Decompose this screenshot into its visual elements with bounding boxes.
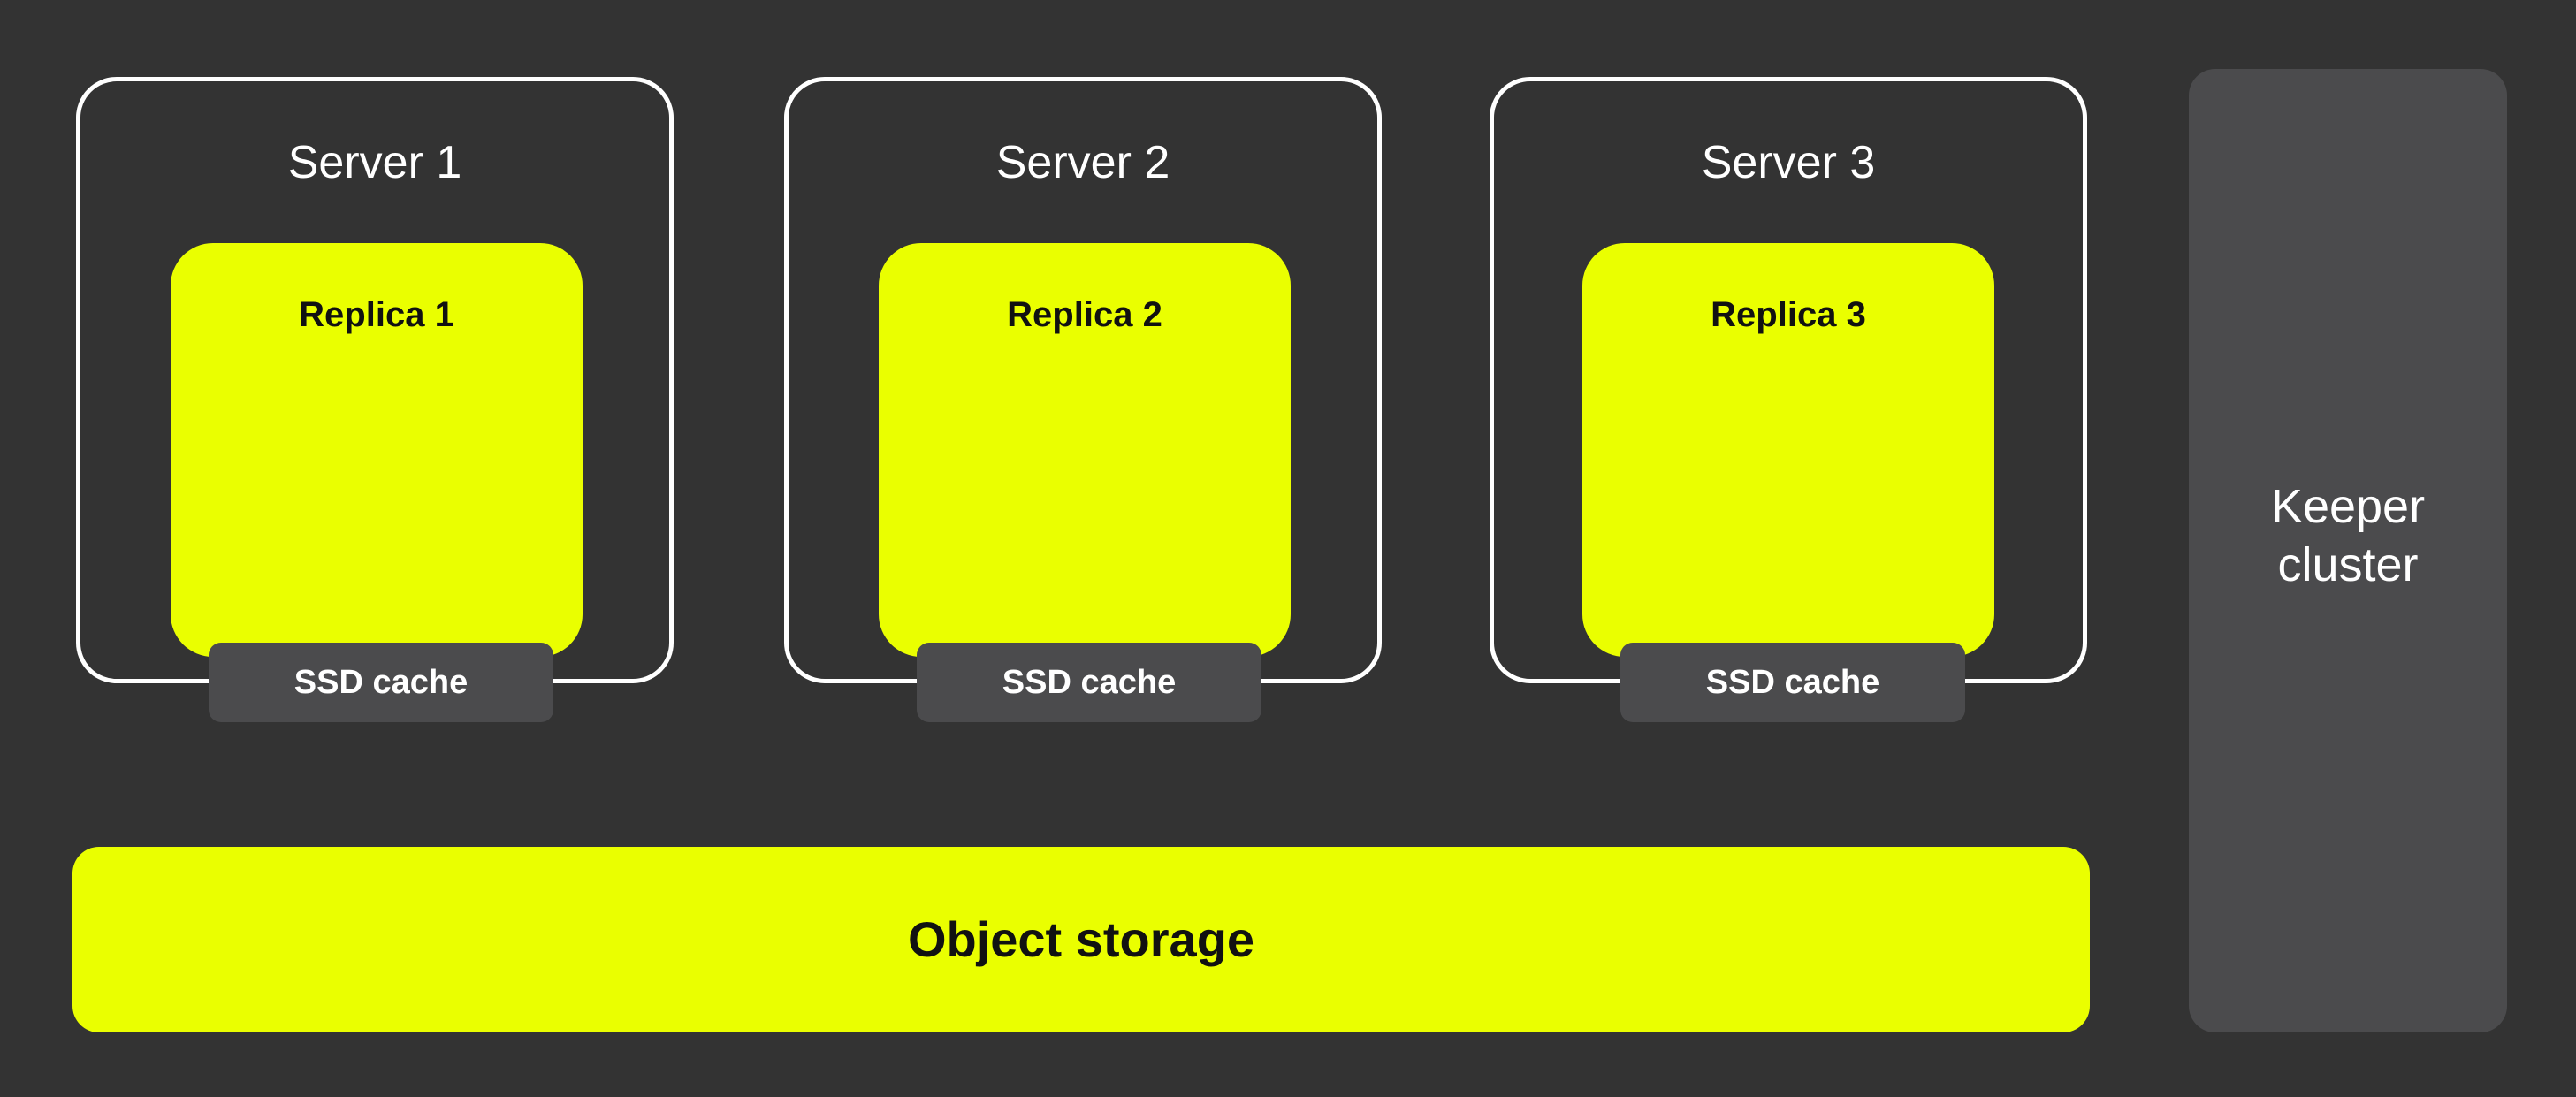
keeper-cluster-box: Keeper cluster xyxy=(2189,69,2507,1032)
replica-title: Replica 1 xyxy=(299,295,454,334)
replica-box: Replica 3 xyxy=(1582,243,1994,657)
replica-title: Replica 3 xyxy=(1711,295,1866,334)
server-box-3: Server 3 Replica 3 SSD cache xyxy=(1490,77,2087,722)
ssd-cache-box: SSD cache xyxy=(917,643,1261,722)
server-title: Server 1 xyxy=(287,137,462,188)
ssd-cache-box: SSD cache xyxy=(1620,643,1965,722)
server-box-1: Server 1 Replica 1 SSD cache xyxy=(76,77,674,722)
keeper-cluster-label: Keeper cluster xyxy=(2270,480,2426,591)
object-storage-box: Object storage xyxy=(72,847,2090,1032)
server-box-2: Server 2 Replica 2 SSD cache xyxy=(784,77,1382,722)
replica-title: Replica 2 xyxy=(1007,295,1162,334)
server-title: Server 3 xyxy=(1701,137,1876,188)
server-title: Server 2 xyxy=(995,137,1170,188)
replica-box: Replica 2 xyxy=(879,243,1291,657)
replica-box: Replica 1 xyxy=(171,243,583,657)
ssd-cache-box: SSD cache xyxy=(209,643,553,722)
